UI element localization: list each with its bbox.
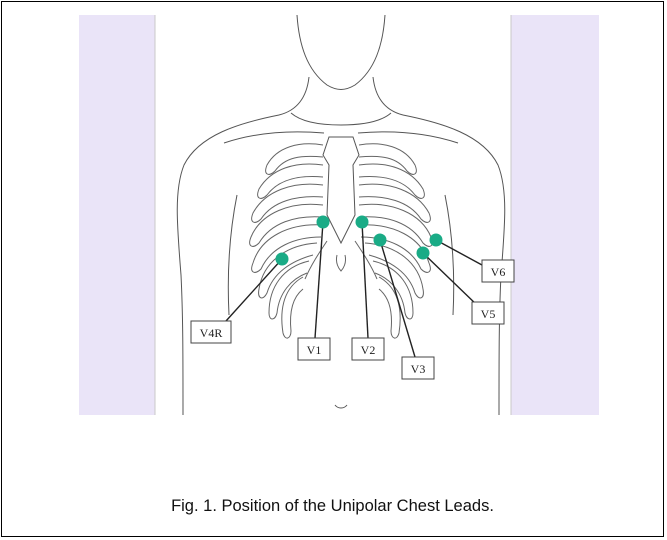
electrode-v5	[417, 247, 430, 260]
lead-box-v5: V5	[472, 302, 504, 324]
lead-label-v3: V3	[411, 362, 426, 376]
drawing-area	[155, 15, 511, 415]
lead-box-v4r: V4R	[191, 321, 231, 343]
lead-box-v6: V6	[482, 260, 514, 282]
lead-box-v1: V1	[298, 338, 330, 360]
electrode-v1	[317, 216, 330, 229]
lead-label-v1: V1	[307, 343, 322, 357]
lead-label-v2: V2	[361, 343, 376, 357]
electrode-v3	[374, 234, 387, 247]
lead-label-v6: V6	[491, 265, 506, 279]
lead-box-v3: V3	[402, 357, 434, 379]
electrode-v4r	[276, 253, 289, 266]
chest-illustration: V4R V1 V2 V3 V5	[79, 15, 599, 415]
lead-label-v5: V5	[481, 307, 496, 321]
lead-box-v2: V2	[352, 338, 384, 360]
lead-label-v4r: V4R	[200, 326, 223, 340]
figure-caption: Fig. 1. Position of the Unipolar Chest L…	[2, 497, 663, 516]
electrode-v6	[430, 234, 443, 247]
electrode-v2	[356, 216, 369, 229]
